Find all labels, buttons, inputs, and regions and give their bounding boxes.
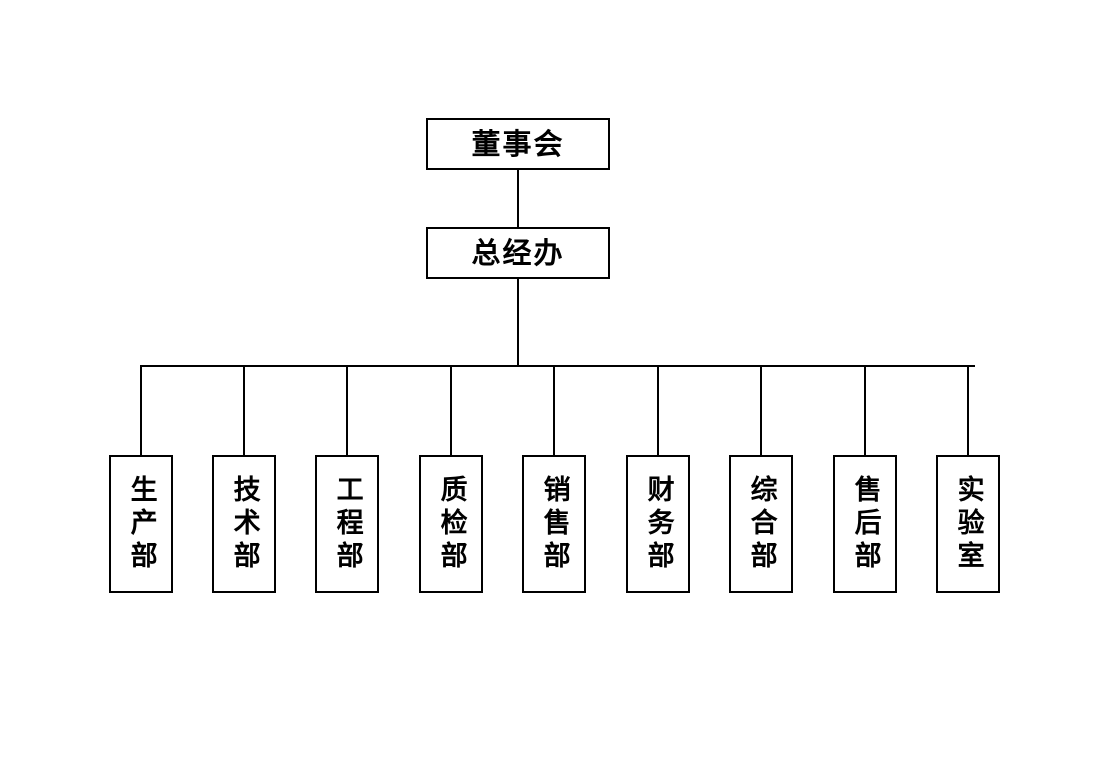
- node-department-technology-label: 技术部: [228, 474, 260, 574]
- node-department-general-affairs-label: 综合部: [745, 474, 777, 574]
- node-board-of-directors[interactable]: 董事会: [426, 118, 610, 170]
- node-department-quality-inspection[interactable]: 质检部: [419, 455, 483, 593]
- node-department-production[interactable]: 生产部: [109, 455, 173, 593]
- node-department-technology[interactable]: 技术部: [212, 455, 276, 593]
- connector-board-to-gm-office: [517, 169, 519, 227]
- node-department-engineering-label: 工程部: [331, 474, 363, 574]
- node-general-manager-office[interactable]: 总经办: [426, 227, 610, 279]
- node-department-finance-label: 财务部: [642, 474, 674, 574]
- connector-department-bus: [140, 365, 975, 367]
- node-department-production-label: 生产部: [125, 474, 157, 574]
- node-department-quality-inspection-label: 质检部: [435, 474, 467, 574]
- node-department-after-sales[interactable]: 售后部: [833, 455, 897, 593]
- node-board-of-directors-label: 董事会: [471, 126, 565, 161]
- connector-drop-department-5: [553, 365, 555, 455]
- connector-drop-department-3: [346, 365, 348, 455]
- node-department-sales[interactable]: 销售部: [522, 455, 586, 593]
- node-department-sales-label: 销售部: [538, 474, 570, 574]
- connector-drop-department-9: [967, 365, 969, 455]
- node-department-after-sales-label: 售后部: [849, 474, 881, 574]
- connector-gm-office-to-bus: [517, 279, 519, 367]
- connector-drop-department-8: [864, 365, 866, 455]
- connector-drop-department-7: [760, 365, 762, 455]
- connector-drop-department-4: [450, 365, 452, 455]
- connector-drop-department-2: [243, 365, 245, 455]
- node-department-general-affairs[interactable]: 综合部: [729, 455, 793, 593]
- node-department-laboratory[interactable]: 实验室: [936, 455, 1000, 593]
- node-department-finance[interactable]: 财务部: [626, 455, 690, 593]
- node-general-manager-office-label: 总经办: [471, 235, 565, 270]
- connector-drop-department-1: [140, 365, 142, 455]
- node-department-laboratory-label: 实验室: [952, 474, 984, 574]
- connector-drop-department-6: [657, 365, 659, 455]
- node-department-engineering[interactable]: 工程部: [315, 455, 379, 593]
